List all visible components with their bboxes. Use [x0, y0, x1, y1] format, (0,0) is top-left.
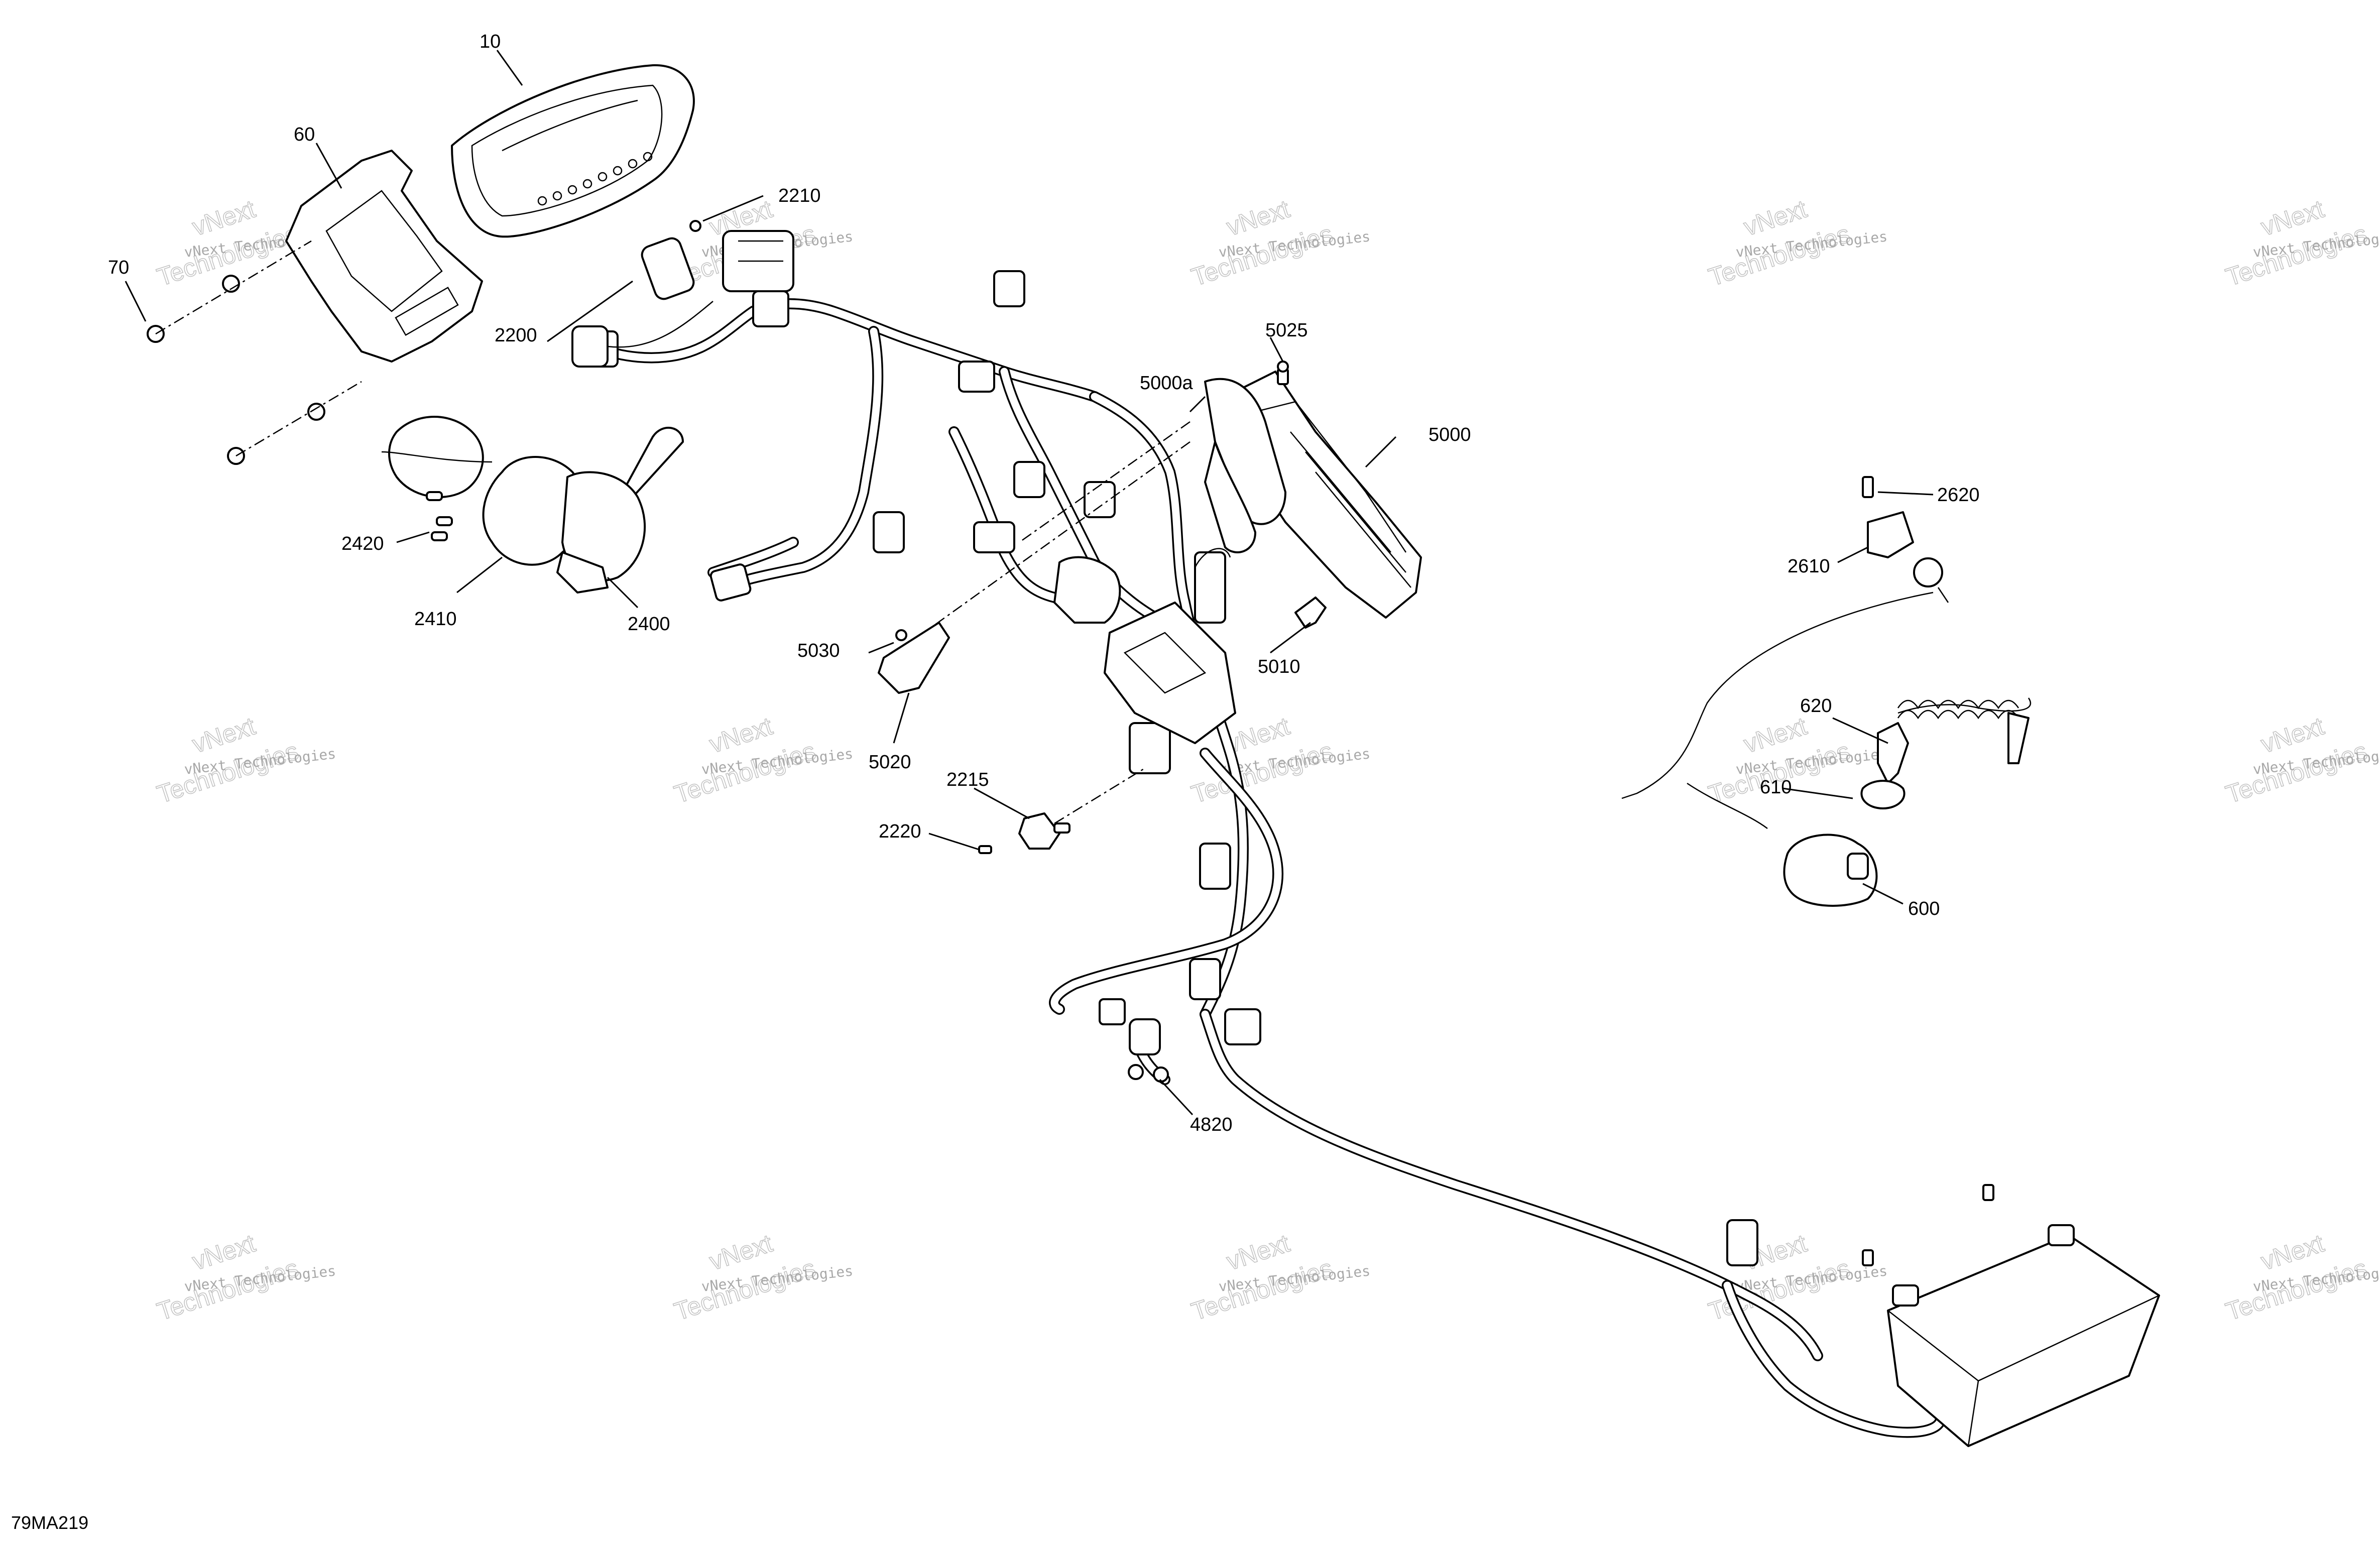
diagram-reference-code: 79MA219	[11, 1512, 88, 1533]
callout-4820: 4820	[1190, 1114, 1233, 1135]
ecm-module-part	[1204, 371, 1422, 619]
callout-2200: 2200	[495, 325, 537, 346]
harness-connectors	[586, 270, 1758, 1266]
callout-600: 600	[1908, 898, 1940, 919]
callout-5020: 5020	[869, 752, 911, 773]
dess-post-part	[1621, 476, 1949, 829]
callout-2215: 2215	[946, 769, 989, 790]
clip-5010-part	[1294, 597, 1327, 629]
steering-switch-part	[381, 416, 684, 594]
callout-5000: 5000	[1429, 424, 1471, 445]
connector-2200-part	[571, 220, 794, 368]
callout-2400: 2400	[628, 614, 670, 635]
main-wiring-harness	[587, 298, 1946, 1438]
callout-5030: 5030	[797, 640, 840, 661]
callout-70: 70	[108, 257, 129, 278]
bracket-5020-part	[878, 622, 950, 694]
battery-part	[1862, 1184, 2160, 1447]
callout-labels: 10 60 70 2210 2200 2420 2410 2400 5025 5…	[108, 31, 1980, 1135]
callout-5010: 5010	[1258, 656, 1300, 677]
sensor-2215-part	[978, 767, 1145, 854]
callout-60: 60	[294, 124, 315, 145]
bolt-5025-part	[1277, 361, 1289, 385]
screw-fastener-group	[147, 240, 362, 465]
fuse-box-part	[1053, 548, 1236, 744]
callout-2210: 2210	[778, 185, 821, 206]
callout-10: 10	[480, 31, 501, 52]
leader-lines	[125, 50, 1934, 1116]
callout-5025: 5025	[1265, 320, 1308, 341]
lanyard-620-part	[1860, 697, 2032, 809]
callout-2410: 2410	[414, 609, 457, 630]
display-bracket-part	[285, 150, 483, 363]
callout-610: 610	[1760, 777, 1792, 798]
callout-2610: 2610	[1788, 556, 1830, 577]
leader-5000a-dashed	[1019, 421, 1191, 543]
callout-2420: 2420	[341, 533, 384, 554]
callout-620: 620	[1800, 695, 1832, 717]
display-cluster-part	[451, 64, 695, 238]
callout-5000a: 5000a	[1140, 373, 1194, 394]
callout-2220: 2220	[879, 821, 921, 842]
dess-switch-600-part	[1783, 834, 1878, 907]
callout-2620: 2620	[1937, 485, 1980, 506]
